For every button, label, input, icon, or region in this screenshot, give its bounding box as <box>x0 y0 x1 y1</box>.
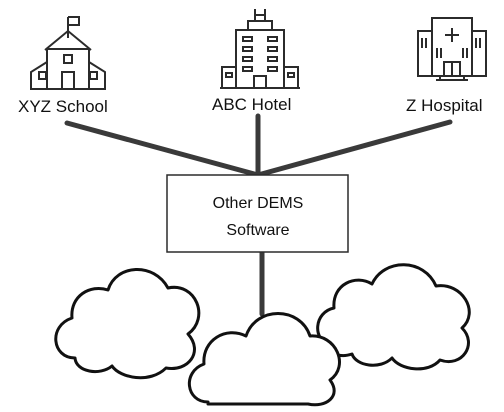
hospital-icon <box>417 17 487 81</box>
hotel-label: ABC Hotel <box>212 95 291 114</box>
cloud-icon <box>316 263 471 371</box>
connector-hospital-hub <box>255 119 453 178</box>
hub-box: Other DEMS Software <box>166 174 349 253</box>
connector-school-hub <box>64 120 261 178</box>
cloud-icon <box>54 268 201 380</box>
cloud-icon <box>187 312 341 407</box>
school-label: XYZ School <box>18 97 108 116</box>
hotel-icon <box>220 9 300 89</box>
connectors <box>64 113 453 317</box>
school-icon <box>30 16 106 90</box>
hub-label-line1: Other DEMS <box>213 195 304 212</box>
hub-label-line2: Software <box>226 222 289 239</box>
hospital-label: Z Hospital <box>406 96 483 115</box>
